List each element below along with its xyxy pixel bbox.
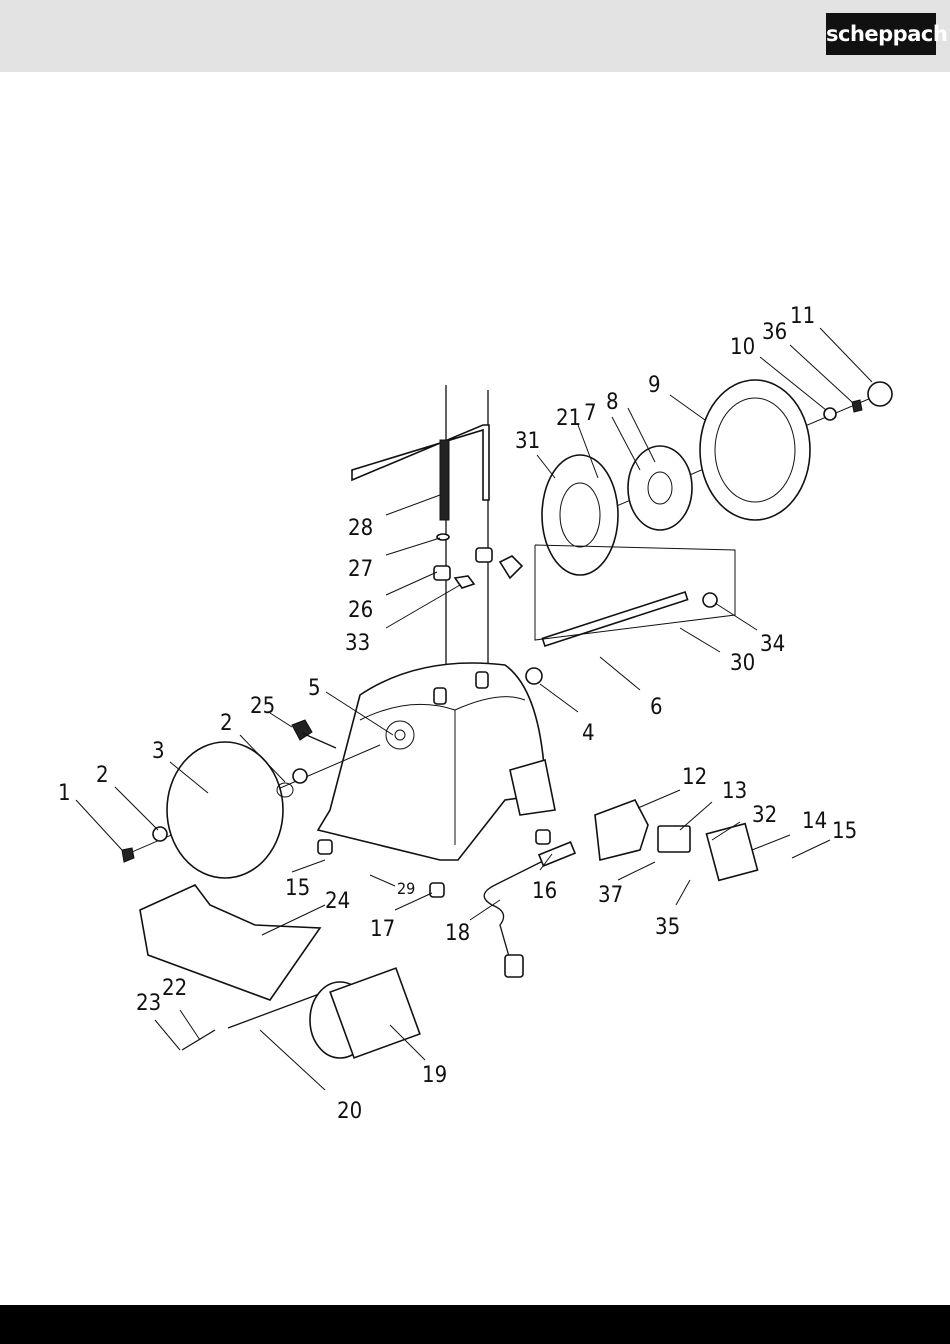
label-27: 27	[348, 557, 373, 582]
label-13: 13	[722, 779, 747, 804]
label-28: 28	[348, 516, 373, 541]
label-25: 25	[250, 694, 275, 719]
label-32: 32	[752, 803, 777, 828]
label-7: 7	[584, 401, 597, 426]
label-3: 3	[152, 739, 165, 764]
label-16: 16	[532, 879, 557, 904]
label-35: 35	[655, 915, 680, 940]
label-2b: 2	[220, 711, 233, 736]
label-18: 18	[445, 921, 470, 946]
label-24: 24	[325, 889, 350, 914]
label-30: 30	[730, 651, 755, 676]
shaft-assembly	[526, 545, 735, 684]
label-21: 21	[556, 406, 581, 431]
label-22: 22	[162, 976, 187, 1001]
housing	[318, 663, 555, 860]
label-34: 34	[760, 632, 785, 657]
label-12: 12	[682, 765, 707, 790]
label-29: 29	[397, 879, 415, 898]
label-37: 37	[598, 883, 623, 908]
label-14: 14	[802, 809, 827, 834]
label-23: 23	[136, 991, 161, 1016]
label-9: 9	[648, 373, 661, 398]
label-31: 31	[515, 429, 540, 454]
label-11: 11	[790, 304, 815, 329]
label-6: 6	[650, 695, 663, 720]
label-15a: 15	[832, 819, 857, 844]
label-5: 5	[308, 676, 321, 701]
motor-assembly	[182, 968, 420, 1058]
small-parts-stack	[434, 534, 522, 588]
footer-bar	[0, 1305, 950, 1344]
label-1: 1	[58, 781, 71, 806]
label-4: 4	[582, 721, 595, 746]
label-2a: 2	[96, 763, 109, 788]
label-33: 33	[345, 631, 370, 656]
label-20: 20	[337, 1099, 362, 1124]
label-15b: 15	[285, 876, 310, 901]
label-19: 19	[422, 1063, 447, 1088]
label-8: 8	[606, 390, 619, 415]
label-36: 36	[762, 320, 787, 345]
switch-assembly	[595, 800, 758, 880]
label-10: 10	[730, 335, 755, 360]
label-26: 26	[348, 598, 373, 623]
label-17: 17	[370, 917, 395, 942]
